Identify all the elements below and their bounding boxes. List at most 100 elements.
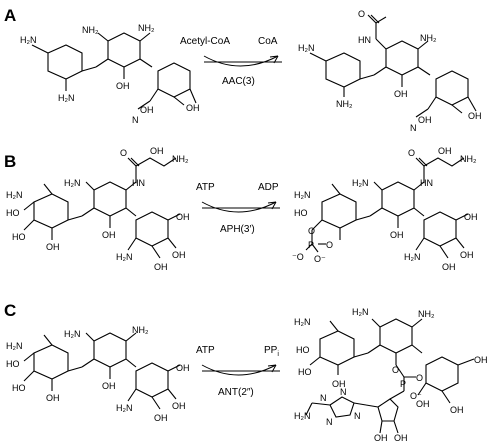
substrate-structure: H₂N H₂N NH₂ NH₂ OH OH OH N <box>20 23 200 125</box>
group-label: H₂N <box>64 329 81 339</box>
group-label: NH₂ <box>420 33 437 43</box>
group-label: OH <box>394 89 408 99</box>
group-label: OH <box>154 262 168 272</box>
group-label: O⁻ <box>410 391 422 401</box>
group-label: OH <box>442 262 456 272</box>
group-label: OH <box>418 115 432 125</box>
group-label: O <box>358 9 365 19</box>
group-label: OH <box>172 401 186 411</box>
group-label: N <box>410 123 417 133</box>
group-label: HN <box>420 178 433 188</box>
group-label: HN <box>132 178 145 188</box>
group-label: H₂N <box>58 93 75 103</box>
group-label: H₂N <box>20 35 37 45</box>
product-structure: H₂N H₂N NH₂ O OH HN HO O P O ⁻O O⁻ OH OH… <box>292 146 478 272</box>
group-label: HO <box>6 359 20 369</box>
group-label: HN <box>358 35 371 45</box>
reaction-arrow <box>203 55 282 67</box>
group-label: O <box>392 365 399 375</box>
group-label: O <box>408 148 415 158</box>
group-label: N <box>354 411 361 421</box>
group-label: H₂N <box>298 43 315 53</box>
group-label: HO <box>294 208 308 218</box>
enzyme-label: APH(3′) <box>220 224 255 235</box>
panel-c: C H₂N H₂N NH₂ HO HO OH OH OH H₂ <box>0 295 500 443</box>
group-label: H₂N <box>6 190 23 200</box>
group-label: NH₂ <box>460 154 477 164</box>
group-label: HO <box>12 383 26 393</box>
group-label: O <box>326 240 333 250</box>
group-label: OH <box>176 212 189 222</box>
group-label: OH <box>140 105 154 115</box>
group-label: N <box>132 115 139 125</box>
group-label: H₂N <box>294 411 311 421</box>
group-label: OH <box>332 379 346 389</box>
group-label: O <box>416 373 423 383</box>
group-label: OH <box>394 433 408 443</box>
group-label: NH₂ <box>138 23 155 33</box>
group-label: O <box>120 148 127 158</box>
panel-label: B <box>4 152 17 171</box>
group-label: HO <box>296 345 310 355</box>
panel-label: C <box>4 301 17 320</box>
panel-label: A <box>4 6 17 25</box>
group-label: NH₂ <box>82 25 99 35</box>
substrate-structure: H₂N H₂N NH₂ HO HO OH OH OH H₂N OH OH <box>6 325 189 423</box>
group-label: O <box>308 226 315 236</box>
group-label: H₂N <box>116 403 133 413</box>
group-label: HO <box>298 367 312 377</box>
group-label: OH <box>390 230 404 240</box>
group-label: OH <box>176 363 189 373</box>
group-label: OH <box>460 250 474 260</box>
reagent-out: ADP <box>258 182 279 193</box>
group-label: OH <box>374 433 388 443</box>
reagent-in: Acetyl-CoA <box>180 36 231 47</box>
enzyme-label: ANT(2″) <box>218 387 254 398</box>
panel-a: A H₂N H₂N NH₂ NH₂ OH OH OH N <box>0 0 500 135</box>
group-label: OH <box>474 355 488 365</box>
group-label: NH₂ <box>132 325 149 335</box>
group-label: H₂N <box>294 190 311 200</box>
group-label: OH <box>468 111 482 121</box>
group-label: OH <box>116 81 130 91</box>
group-label: N <box>340 387 347 397</box>
group-label: NH₂ <box>418 309 435 319</box>
reagent-out-main: PP <box>264 345 278 356</box>
group-label: OH <box>150 146 164 156</box>
group-label: H₂N <box>64 178 81 188</box>
product-structure: H₂N H₂N NH₂ HO HO OH O P O O⁻ OH H₂N N N… <box>294 307 488 443</box>
enzyme-label: AAC(3) <box>222 76 255 87</box>
group-label: N <box>326 417 333 427</box>
group-label: OH <box>172 250 186 260</box>
group-label: O⁻ <box>314 254 326 264</box>
reagent-out-subscript: i <box>277 351 279 358</box>
group-label: ⁻O <box>292 252 304 262</box>
group-label: HO <box>12 232 26 242</box>
group-label: OH <box>438 146 452 156</box>
group-label: H₂N <box>352 307 369 317</box>
group-label: P <box>308 240 314 250</box>
group-label: H₂N <box>294 317 311 327</box>
reagent-in: ATP <box>196 345 215 356</box>
panel-b: B H₂N H₂N NH₂ O OH HN <box>0 140 500 290</box>
group-label: N <box>320 393 327 403</box>
group-label: HO <box>6 208 20 218</box>
group-label: OH <box>46 242 60 252</box>
group-label: P <box>400 379 406 389</box>
substrate-structure: H₂N H₂N NH₂ O OH HN HO HO OH OH OH H₂N O… <box>6 146 189 272</box>
group-label: OH <box>46 393 60 403</box>
group-label: H₂N <box>116 252 133 262</box>
reaction-arrow <box>201 364 280 376</box>
reagent-out: PPi <box>264 345 279 358</box>
group-label: OH <box>186 103 200 113</box>
reaction-arrow <box>201 201 280 213</box>
group-label: NH₂ <box>336 99 353 109</box>
reagent-out: CoA <box>258 36 278 47</box>
group-label: NH₂ <box>172 154 189 164</box>
group-label: OH <box>102 381 116 391</box>
group-label: H₂N <box>404 252 421 262</box>
group-label: H₂N <box>352 178 369 188</box>
group-label: OH <box>450 405 464 415</box>
product-structure: O HN H₂N NH₂ NH₂ OH OH OH N <box>298 9 482 133</box>
reagent-in: ATP <box>196 182 215 193</box>
